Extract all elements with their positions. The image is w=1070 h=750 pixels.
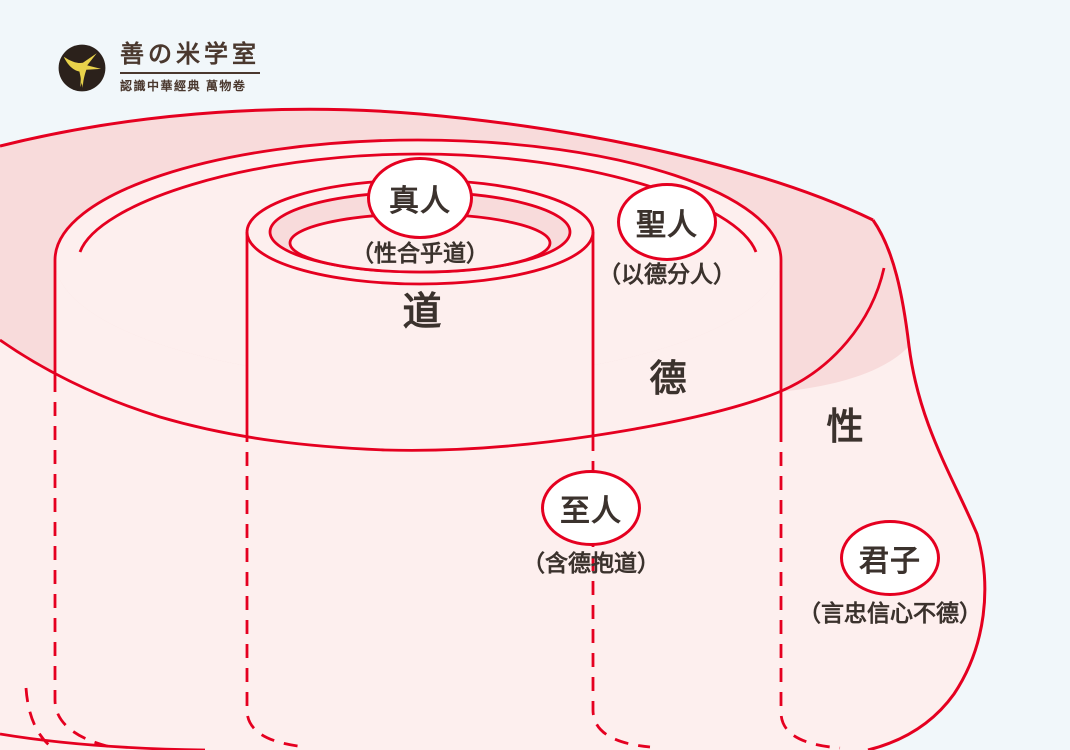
de-right-side-dashed <box>779 428 841 750</box>
person-caption-junzi: （言忠信心不德） <box>798 600 982 626</box>
person-badge-junzi: 君子 <box>840 520 940 596</box>
dao-wall-fill <box>247 232 593 750</box>
layer-label-xing: 性 <box>826 406 864 447</box>
layer-label-de: 德 <box>649 358 687 399</box>
de-ring-outer-arc <box>53 138 783 261</box>
sheet-bottom-edge <box>0 732 206 750</box>
dao-left-side-dashed <box>245 428 308 749</box>
logo-subtitle: 認識中華經典 萬物卷 <box>120 78 247 93</box>
layer-label-dao: 道 <box>402 291 442 334</box>
logo: 善の米学室 認識中華經典 萬物卷 <box>56 42 260 94</box>
logo-text: 善の米学室 認識中華經典 萬物卷 <box>120 42 260 93</box>
logo-title: 善の米学室 <box>120 42 260 74</box>
dao-right-side-dashed <box>591 437 651 749</box>
person-caption-shengren: （以德分人） <box>598 261 736 287</box>
sheet-unroll-right-edge <box>867 219 987 750</box>
outer-edge-bottom-arc <box>0 267 886 452</box>
outer-edge-top-arc <box>0 107 874 222</box>
xing-bottom-hidden-dashed <box>24 687 55 750</box>
person-badge-zhenren: 真人 <box>367 157 473 239</box>
de-wall-fill <box>55 260 781 470</box>
person-badge-zhiren: 至人 <box>541 470 641 546</box>
person-caption-zhiren: （含德抱道） <box>522 550 660 576</box>
swallow-bird-icon <box>58 44 106 92</box>
person-badge-shengren: 聖人 <box>617 183 717 261</box>
person-caption-zhenren: （性合乎道） <box>351 240 489 266</box>
